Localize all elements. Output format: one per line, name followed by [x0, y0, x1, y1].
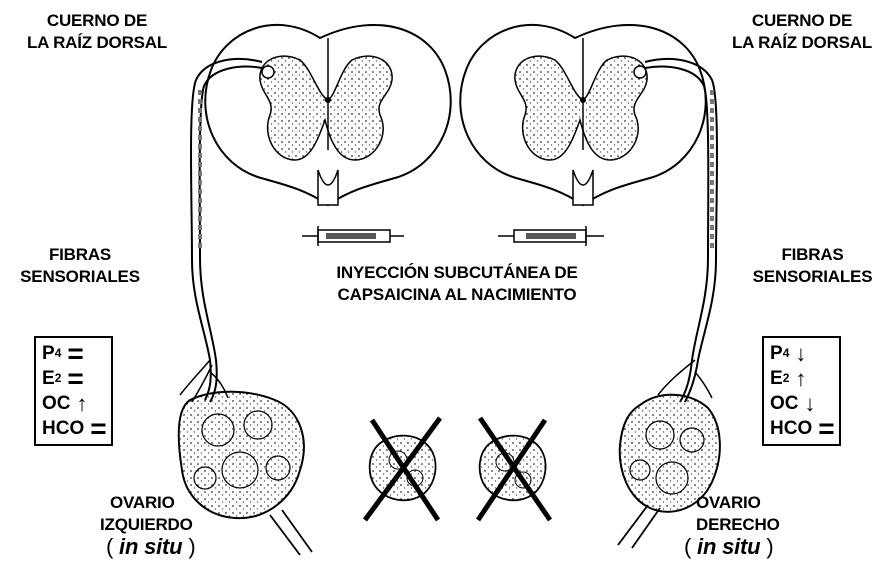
paren-close: ): [760, 534, 773, 559]
in-situ-text: in situ: [697, 534, 760, 559]
syringe-right: [498, 226, 604, 246]
label-line: SENSORIALES: [735, 266, 890, 288]
label-in-situ: ( in situ ): [676, 536, 816, 558]
label-sensory-fibers-left: FIBRAS SENSORIALES: [5, 244, 155, 288]
paren-close: ): [182, 534, 195, 559]
label-line: INYECCIÓN SUBCUTÁNEA DE: [292, 262, 622, 284]
arrow-down-icon: ↓: [795, 344, 806, 364]
ovary-removed-right: [478, 418, 550, 520]
paren-open: (: [106, 534, 119, 559]
arrow-down-icon: ↓: [805, 394, 816, 414]
hormone-name: HCO: [770, 416, 812, 441]
hormone-name: E: [770, 366, 783, 391]
paren-open: (: [684, 534, 697, 559]
label-line: IZQUIERDO: [100, 514, 240, 536]
ovary-removed-left: [365, 418, 440, 520]
label-dorsal-horn-right: CUERNO DE LA RAÍZ DORSAL: [712, 10, 892, 54]
label-line: CUERNO DE: [712, 10, 892, 32]
hormone-name: E: [42, 366, 55, 391]
hormone-row-hco: HCO =: [770, 416, 833, 441]
arrow-up-icon: ↑: [795, 369, 806, 389]
label-capsaicin-injection: INYECCIÓN SUBCUTÁNEA DE CAPSAICINA AL NA…: [292, 262, 622, 306]
label-line: OVARIO: [676, 492, 816, 514]
label-line: LA RAÍZ DORSAL: [712, 32, 892, 54]
equal-icon: =: [67, 369, 81, 389]
label-line: DERECHO: [676, 514, 816, 536]
label-line: FIBRAS: [735, 244, 890, 266]
label-line: CUERNO DE: [2, 10, 192, 32]
hormone-sub: 2: [783, 366, 790, 391]
in-situ-text: in situ: [119, 534, 182, 559]
hormone-name: OC: [42, 391, 71, 416]
label-line: CAPSAICINA AL NACIMIENTO: [292, 284, 622, 306]
label-line: LA RAÍZ DORSAL: [2, 32, 192, 54]
hormone-name: HCO: [42, 416, 84, 441]
label-dorsal-horn-left: CUERNO DE LA RAÍZ DORSAL: [2, 10, 192, 54]
hormone-sub: 4: [783, 341, 790, 366]
arrow-up-icon: ↑: [77, 394, 88, 414]
hormone-name: P: [770, 341, 783, 366]
equal-icon: =: [67, 344, 81, 364]
label-in-situ: ( in situ ): [100, 536, 240, 558]
syringe-left: [302, 226, 404, 246]
hormone-row-hco: HCO =: [42, 416, 105, 441]
spinal-cord-right: [460, 25, 705, 205]
label-line: SENSORIALES: [5, 266, 155, 288]
equal-icon: =: [818, 419, 832, 439]
label-ovary-right: OVARIO DERECHO ( in situ ): [676, 492, 816, 558]
hormone-sub: 4: [55, 341, 62, 366]
label-line: FIBRAS: [5, 244, 155, 266]
hormone-name: P: [42, 341, 55, 366]
hormone-name: OC: [770, 391, 799, 416]
hormone-sub: 2: [55, 366, 62, 391]
label-line: OVARIO: [100, 492, 240, 514]
equal-icon: =: [90, 419, 104, 439]
label-ovary-left: OVARIO IZQUIERDO ( in situ ): [100, 492, 240, 558]
label-sensory-fibers-right: FIBRAS SENSORIALES: [735, 244, 890, 288]
spinal-cord-left: [205, 25, 450, 205]
